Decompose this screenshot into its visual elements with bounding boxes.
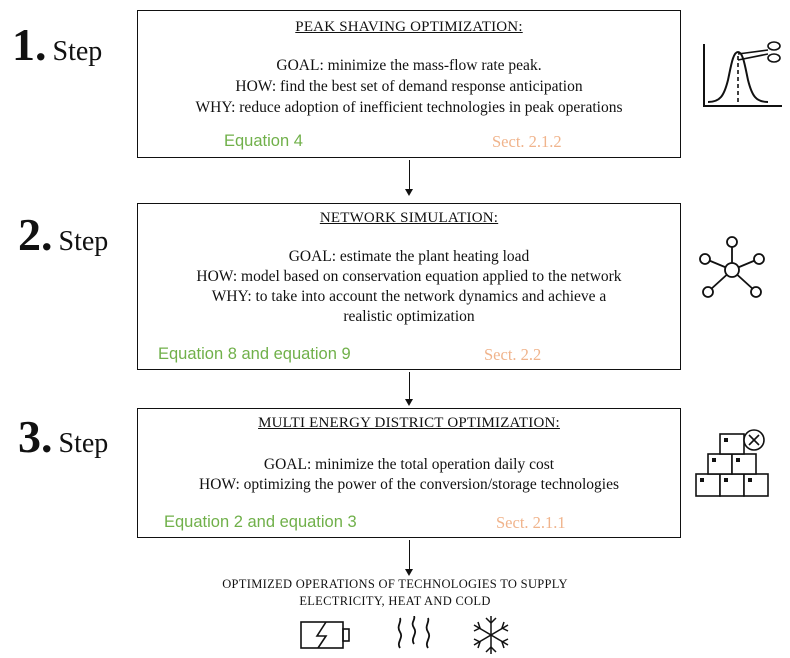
heat-icon <box>397 616 431 649</box>
step-1-label: 1.Step <box>12 22 102 68</box>
step-3-section: Sect. 2.1.1 <box>496 513 566 532</box>
step-2-word: Step <box>58 226 109 257</box>
step-3-how: HOW: optimizing the power of the convers… <box>199 476 619 493</box>
arrow-step-1-to-2 <box>403 160 415 196</box>
network-hub-icon <box>699 236 765 298</box>
step-3-goal: GOAL: minimize the total operation daily… <box>263 456 555 473</box>
step-2-why: WHY: to take into account the network dy… <box>211 288 607 305</box>
step-2-number: 2. <box>18 209 53 260</box>
step-3-title: MULTI ENERGY DISTRICT OPTIMIZATION: <box>258 415 560 431</box>
peak-shaving-scissors-icon <box>703 41 782 107</box>
step-1-how: HOW: find the best set of demand respons… <box>235 78 583 95</box>
step-1-section: Sect. 2.1.2 <box>492 132 562 151</box>
step-2-label: 2.Step <box>18 212 108 258</box>
step-1-title: PEAK SHAVING OPTIMIZATION: <box>295 19 523 35</box>
step-1-number: 1. <box>12 19 47 70</box>
output-line-1: OPTIMIZED OPERATIONS OF TECHNOLOGIES TO … <box>222 577 568 591</box>
step-3-equation: Equation 2 and equation 3 <box>164 513 357 531</box>
arrow-step-3-to-output <box>403 540 415 576</box>
step-1-box: PEAK SHAVING OPTIMIZATION: GOAL: minimiz… <box>137 10 681 158</box>
step-2-box: NETWORK SIMULATION: GOAL: estimate the p… <box>137 203 681 370</box>
step-1-word: Step <box>52 36 103 67</box>
step-2-why-cont: realistic optimization <box>343 308 475 325</box>
snowflake-icon <box>473 616 509 654</box>
step-1-goal: GOAL: minimize the mass-flow rate peak. <box>276 57 542 74</box>
step-2-how: HOW: model based on conservation equatio… <box>196 268 622 285</box>
step-3-word: Step <box>58 428 109 459</box>
arrow-step-2-to-3 <box>403 372 415 406</box>
storage-boxes-icon <box>695 429 769 497</box>
step-1-equation: Equation 4 <box>224 132 303 150</box>
battery-icon <box>300 621 350 649</box>
step-2-goal: GOAL: estimate the plant heating load <box>288 248 530 265</box>
step-2-title: NETWORK SIMULATION: <box>319 210 499 226</box>
step-3-label: 3.Step <box>18 414 108 460</box>
step-1-why: WHY: reduce adoption of inefficient tech… <box>195 99 623 116</box>
step-3-box: MULTI ENERGY DISTRICT OPTIMIZATION: GOAL… <box>137 408 681 538</box>
step-3-number: 3. <box>18 411 53 462</box>
step-2-equation: Equation 8 and equation 9 <box>158 345 351 363</box>
step-2-section: Sect. 2.2 <box>484 345 542 364</box>
output-line-2: ELECTRICITY, HEAT AND COLD <box>299 594 491 608</box>
